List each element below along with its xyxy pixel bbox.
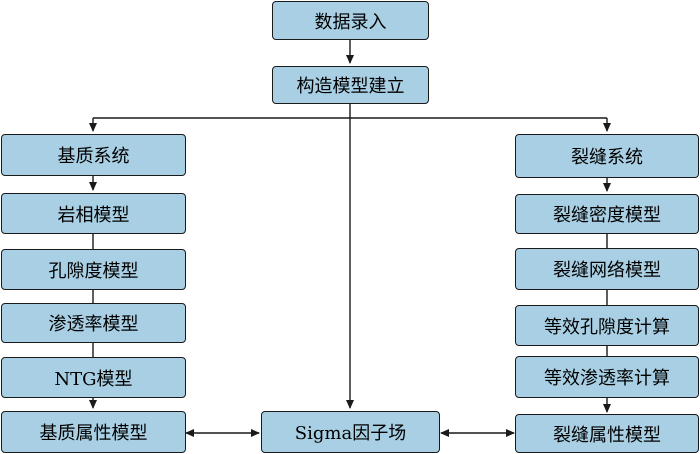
fracture-network-model-box: 裂缝网络模型 xyxy=(515,248,699,290)
lithofacies-model-box: 岩相模型 xyxy=(1,193,186,234)
matrix-system-box: 基质系统 xyxy=(1,134,186,176)
permeability-model-box: 渗透率模型 xyxy=(1,303,186,343)
sigma-factor-field-box: Sigma因子场 xyxy=(261,411,440,453)
equivalent-permeability-calc-box: 等效渗透率计算 xyxy=(515,356,699,398)
structure-model-box: 构造模型建立 xyxy=(272,66,429,104)
equivalent-porosity-calc-box: 等效孔隙度计算 xyxy=(515,305,699,346)
fracture-property-model-box: 裂缝属性模型 xyxy=(515,414,699,453)
fracture-system-box: 裂缝系统 xyxy=(515,134,699,178)
porosity-model-box: 孔隙度模型 xyxy=(1,249,186,290)
fracture-density-model-box: 裂缝密度模型 xyxy=(515,194,699,234)
matrix-property-model-box: 基质属性模型 xyxy=(1,411,186,453)
data-entry-box: 数据录入 xyxy=(272,1,429,40)
ntg-model-box: NTG模型 xyxy=(1,357,186,398)
